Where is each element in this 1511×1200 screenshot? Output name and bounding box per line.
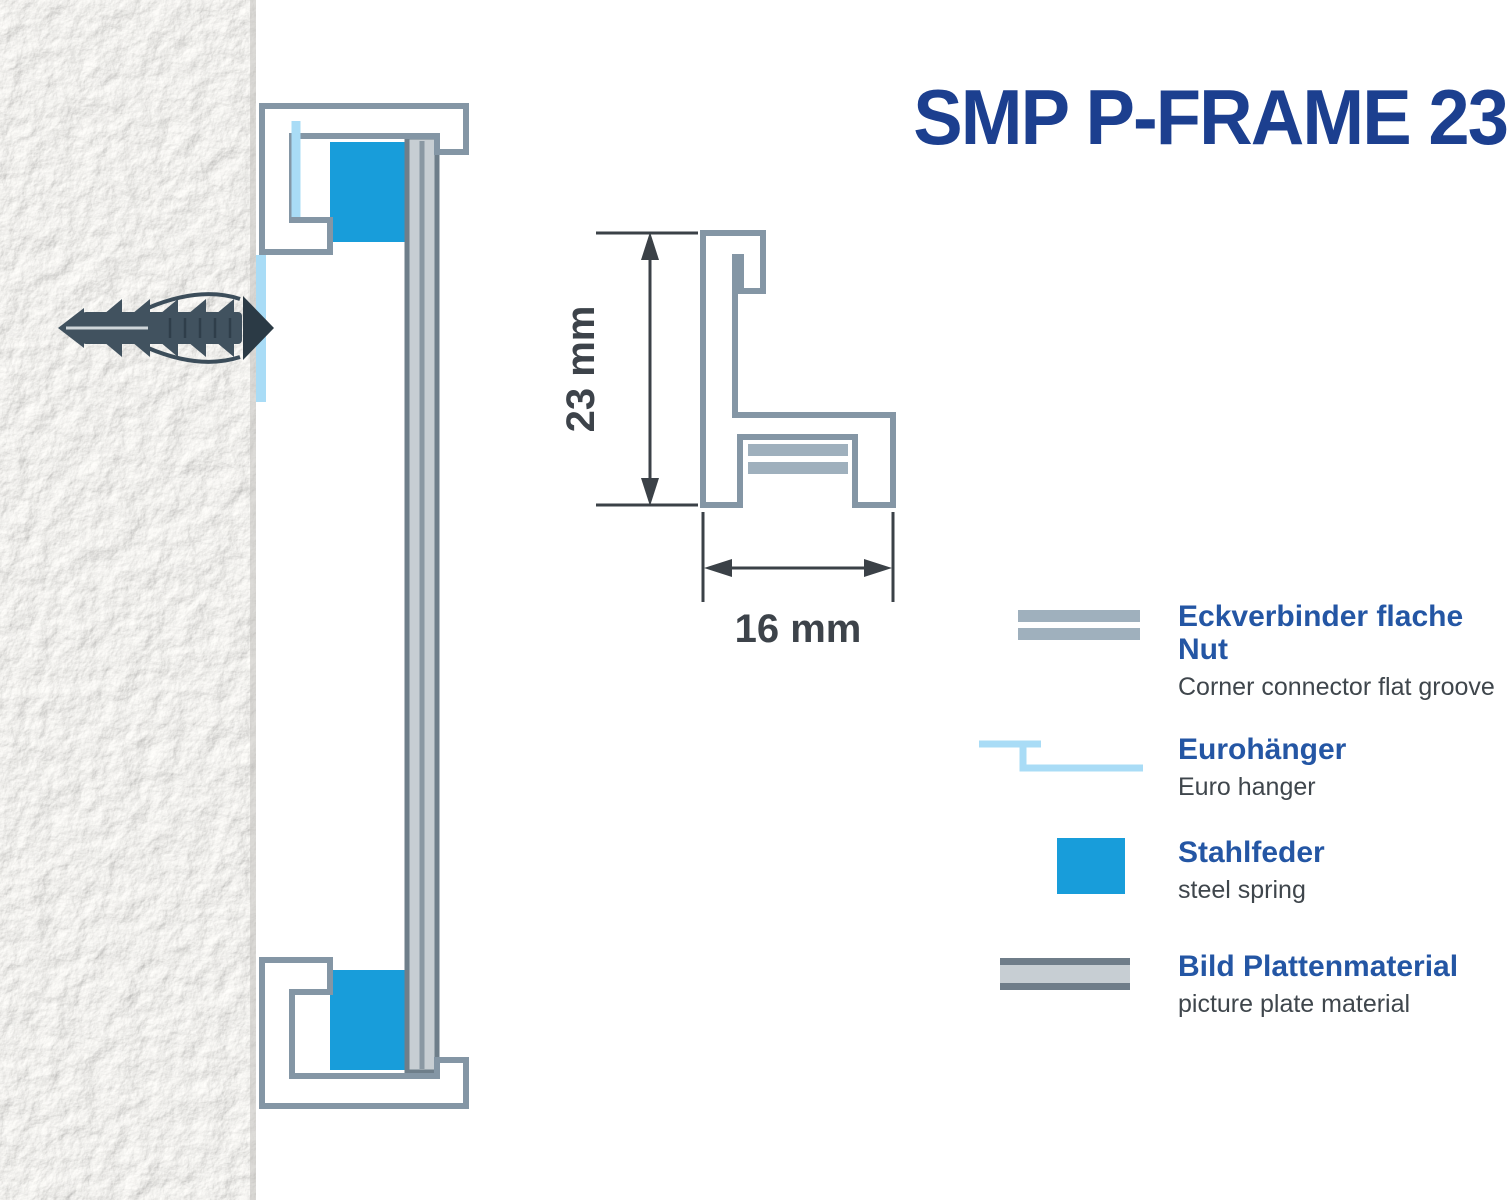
profile-dimension-drawing: 23 mm 16 mm bbox=[560, 230, 896, 651]
dim-width-label: 16 mm bbox=[735, 607, 862, 651]
legend-label-en: picture plate material bbox=[1178, 990, 1411, 1018]
arrow-left-icon bbox=[704, 559, 732, 577]
picture-plate bbox=[404, 134, 440, 1075]
legend-label-de: Eurohänger bbox=[1178, 733, 1347, 766]
height-dimension bbox=[596, 231, 698, 507]
wall-edge bbox=[250, 0, 256, 1200]
steel-spring-bottom bbox=[330, 970, 408, 1070]
legend-label-de: Bild Plattenmaterial bbox=[1178, 950, 1459, 983]
profile-cross-section bbox=[700, 230, 896, 508]
legend-label-en: steel spring bbox=[1178, 876, 1306, 904]
legend-row-euro-hanger: Eurohänger Euro hanger bbox=[975, 733, 1346, 802]
frame-side-section-drawing bbox=[58, 103, 469, 1109]
bottom-frame-profile bbox=[259, 957, 469, 1109]
screw-head bbox=[243, 296, 274, 360]
width-dimension bbox=[701, 512, 895, 602]
arrow-up-icon bbox=[641, 232, 659, 260]
euro-hanger-icon bbox=[979, 740, 1143, 772]
corner-connector-icon bbox=[1018, 610, 1140, 640]
wall-plaster bbox=[0, 0, 256, 1200]
wall-texture bbox=[0, 0, 256, 1200]
legend-row-corner-connector: Eckverbinder flache Nut Corner connector… bbox=[975, 600, 1511, 702]
plate-material-icon bbox=[1000, 958, 1130, 990]
legend-label-de: Eckverbinder flache Nut bbox=[1178, 600, 1464, 666]
legend-row-steel-spring: Stahlfeder steel spring bbox=[975, 836, 1325, 905]
steel-spring-icon bbox=[1057, 838, 1125, 894]
corner-connector-bars bbox=[748, 444, 848, 474]
wall-anchor bbox=[58, 292, 274, 364]
legend-label-en: Corner connector flat groove bbox=[1178, 673, 1495, 701]
dim-height-label: 23 mm bbox=[560, 306, 603, 433]
arrow-down-icon bbox=[641, 478, 659, 506]
page-title: SMP P-FRAME 23 bbox=[913, 73, 1509, 161]
arrow-right-icon bbox=[864, 559, 892, 577]
anchor-body bbox=[82, 312, 242, 344]
legend-row-plate-material: Bild Plattenmaterial picture plate mater… bbox=[975, 950, 1458, 1019]
legend-label-de: Stahlfeder bbox=[1178, 836, 1325, 869]
legend-label-en: Euro hanger bbox=[1178, 773, 1316, 801]
steel-spring-top bbox=[330, 142, 408, 242]
